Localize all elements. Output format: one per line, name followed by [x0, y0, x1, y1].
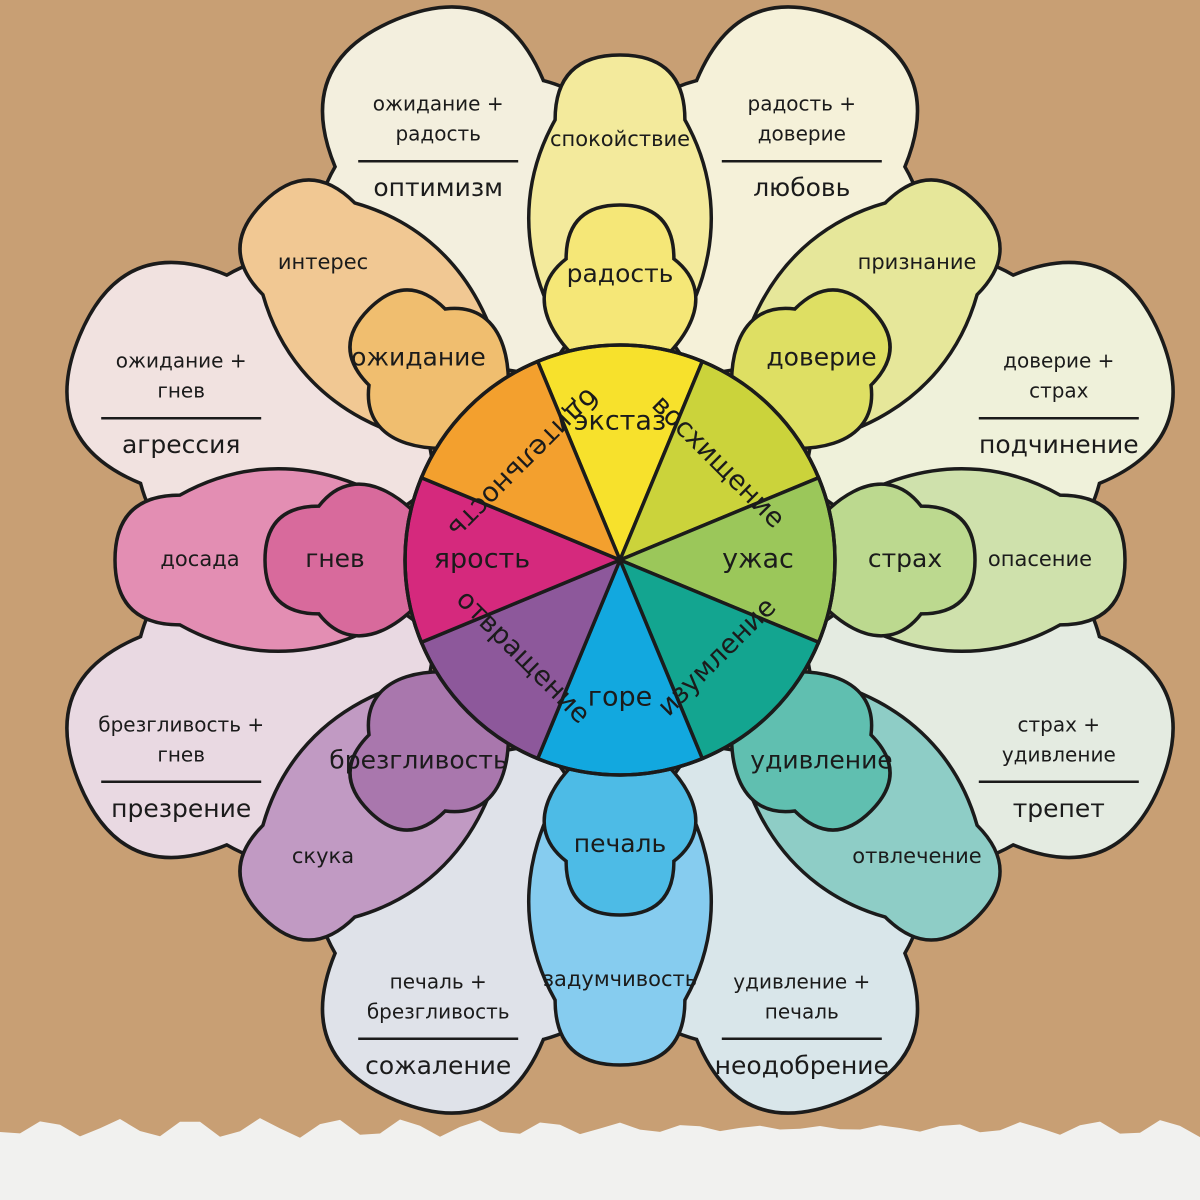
label-mild-trust: признание: [858, 250, 977, 274]
combo-formula-aggressiveness-line1: ожидание +: [116, 349, 247, 373]
combo-result-awe: трепет: [1013, 794, 1105, 823]
label-basic-trust: доверие: [766, 343, 876, 372]
combo-formula-submission-line1: доверие +: [1003, 349, 1114, 373]
combo-formula-aggressiveness-line2: гнев: [157, 379, 205, 403]
combo-formula-disapproval-line1: удивление +: [733, 969, 870, 993]
combo-result-optimism: оптимизм: [373, 173, 503, 202]
label-intense-sadness: горе: [588, 682, 652, 713]
core-wheel-layer: экстазвосхищениеужасизумлениегореотвраще…: [403, 343, 837, 777]
combo-formula-remorse-line2: брезгливость: [367, 999, 510, 1023]
combo-result-love: любовь: [753, 173, 850, 202]
label-basic-joy: радость: [567, 259, 674, 288]
label-basic-anger: гнев: [305, 544, 365, 573]
label-mild-sadness: задумчивость: [543, 967, 697, 991]
petal-inner-fear: [788, 482, 977, 638]
label-intense-anger: ярость: [434, 544, 530, 575]
combo-formula-awe-line2: удивление: [1002, 742, 1116, 766]
torn-paper-edge: [0, 1118, 1200, 1200]
combo-result-disapproval: неодобрение: [715, 1051, 889, 1080]
label-intense-fear: ужас: [722, 544, 794, 575]
combo-formula-optimism-line1: ожидание +: [373, 92, 504, 116]
combo-formula-awe-line1: страх +: [1018, 712, 1101, 736]
label-basic-anticipation: ожидание: [351, 343, 486, 372]
combo-result-submission: подчинение: [979, 430, 1139, 459]
label-mild-anger: досада: [160, 547, 239, 571]
primary-petals-layer: спокойствие радость признание доверие опасен…: [113, 53, 1127, 1067]
label-basic-sadness: печаль: [574, 829, 667, 858]
combo-formula-disapproval-line2: печаль: [765, 999, 839, 1023]
core-outline: [403, 343, 837, 777]
combo-formula-love-line1: радость +: [748, 92, 857, 116]
combo-formula-remorse-line1: печаль +: [390, 969, 487, 993]
combo-result-aggressiveness: агрессия: [122, 430, 240, 459]
label-mild-joy: спокойствие: [550, 127, 690, 151]
label-basic-disgust: брезгливость: [329, 746, 507, 775]
combo-formula-submission-line2: страх: [1029, 379, 1089, 403]
label-mild-fear: опасение: [988, 547, 1092, 571]
combo-formula-optimism-line2: радость: [395, 122, 480, 146]
label-intense-joy: экстаз: [574, 406, 667, 437]
combo-result-remorse: сожаление: [365, 1051, 511, 1080]
combo-formula-love-line2: доверие: [758, 122, 846, 146]
label-basic-fear: страх: [868, 544, 942, 573]
petal-inner-joy: [542, 203, 698, 392]
label-basic-surprise: удивление: [750, 746, 892, 775]
petal-inner-anger: [263, 482, 452, 638]
combo-formula-contempt-line2: гнев: [157, 742, 205, 766]
label-mild-anticipation: интерес: [278, 250, 368, 274]
label-mild-disgust: скука: [292, 844, 354, 868]
label-mild-surprise: отвлечение: [852, 844, 981, 868]
combo-formula-contempt-line1: брезгливость +: [98, 712, 264, 736]
petal-inner-sadness: [542, 728, 698, 917]
paper-tear-shape: [0, 1118, 1200, 1200]
combo-result-contempt: презрение: [111, 794, 251, 823]
